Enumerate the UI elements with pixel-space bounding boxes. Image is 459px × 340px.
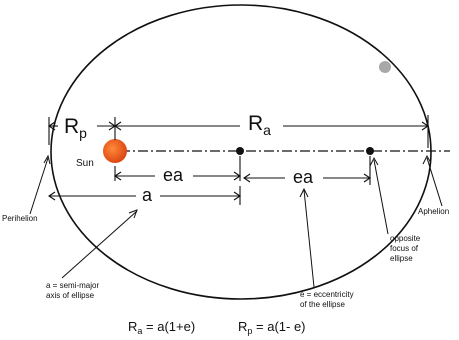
rp-dimension [48, 117, 116, 145]
a-dimension [48, 186, 241, 205]
eccentricity-line-1: e = eccentricity [300, 290, 354, 299]
a-label: a [142, 185, 153, 205]
rp-label: Rp [64, 115, 87, 141]
formula-ra: Ra = a(1+e) [128, 319, 195, 336]
semimajor-line-1: a = semi-major [46, 281, 99, 290]
semimajor-arrowhead [128, 209, 138, 219]
aphelion-arrowhead [422, 154, 432, 165]
eccentricity-arrowhead [299, 187, 309, 198]
ellipse-center-dot [236, 147, 244, 155]
sun-icon [103, 139, 127, 163]
aphelion-pointer [426, 157, 443, 207]
perihelion-label: Perihelion [2, 214, 38, 223]
semimajor-pointer [61, 210, 138, 279]
ea-right-dimension [243, 156, 371, 185]
formula-rp: Rp = a(1- e) [238, 319, 306, 336]
ra-dimension [114, 115, 429, 148]
sun-label: Sun [76, 158, 94, 169]
opposite-focus-pointer [373, 159, 389, 235]
aphelion-label: Aphelion [418, 207, 449, 216]
opposite-focus-arrowhead [369, 156, 379, 167]
orbit-ellipse [50, 4, 432, 300]
eccentricity-pointer [303, 189, 315, 288]
eccentricity-label: e = eccentricity of the ellipse [300, 290, 356, 309]
opposite-focus-line-1: opposite [390, 234, 421, 243]
semimajor-line-2: axis of ellipse [46, 291, 95, 300]
eccentricity-line-2: of the ellipse [300, 300, 345, 309]
ea-right-label: ea [293, 167, 314, 187]
perihelion-arrowhead [43, 154, 51, 165]
planet-icon [379, 61, 391, 73]
semimajor-label: a = semi-major axis of ellipse [46, 281, 101, 300]
opposite-focus-label: opposite focus of ellipse [390, 234, 422, 263]
opposite-focus-line-3: ellipse [390, 254, 413, 263]
opposite-focus-dot [366, 147, 374, 155]
opposite-focus-line-2: focus of [390, 244, 419, 253]
ea-left-dimension [114, 156, 241, 181]
perihelion-pointer [29, 157, 49, 215]
ea-left-label: ea [163, 165, 184, 185]
ra-label: Ra [248, 112, 271, 138]
